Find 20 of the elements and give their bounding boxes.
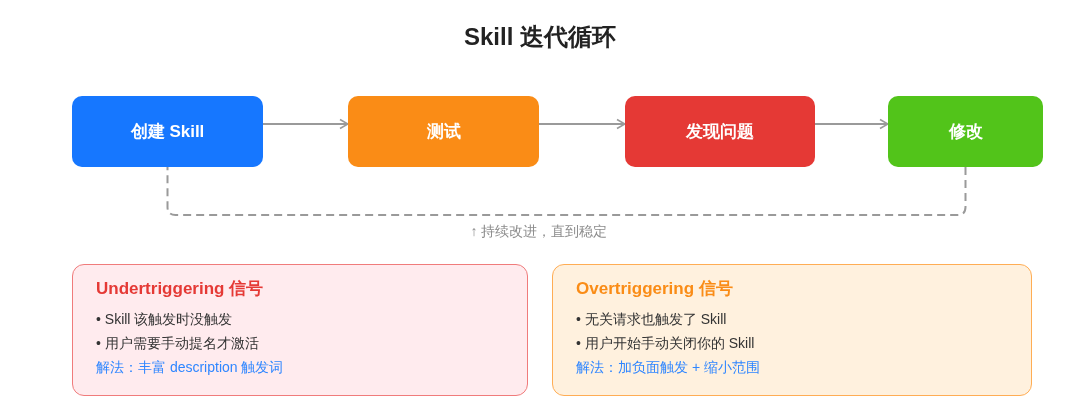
arrow (538, 118, 626, 130)
bullet-item: • 用户开始手动关闭你的 Skill (576, 334, 755, 353)
info-card (72, 264, 528, 396)
bullet-item: • Skill 该触发时没触发 (96, 310, 233, 329)
bullet-item: • 无关请求也触发了 Skill (576, 310, 727, 329)
title: Skill 迭代循环 (464, 22, 616, 52)
info-card (552, 264, 1032, 396)
process-box: 创建 Skill (72, 96, 263, 167)
arrow (814, 118, 889, 130)
solution-text: 解法：加负面触发 + 缩小范围 (576, 358, 760, 377)
process-box: 测试 (348, 96, 539, 167)
card-heading: Overtriggering 信号 (576, 278, 733, 300)
process-box: 发现问题 (625, 96, 815, 167)
solution-text: 解法：丰富 description 触发词 (96, 358, 284, 377)
process-box: 修改 (888, 96, 1043, 167)
card-heading: Undertriggering 信号 (96, 278, 264, 300)
edge-label: ↑ 持续改进，直到稳定 (470, 222, 608, 240)
bullet-item: • 用户需要手动提名才激活 (96, 334, 259, 353)
arrow (262, 118, 349, 130)
dashed-connector (166, 166, 967, 216)
